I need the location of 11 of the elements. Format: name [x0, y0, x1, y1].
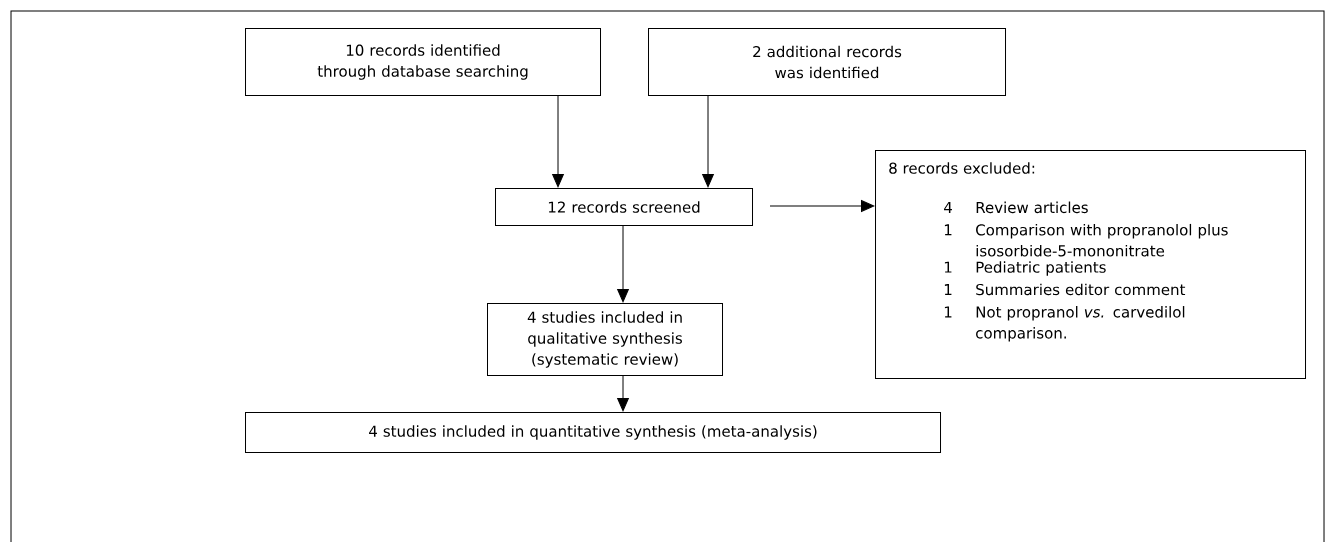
process-box: 4 studies included in quantitative synthesis (meta-analysis) [245, 412, 941, 453]
arrow [617, 224, 629, 303]
arrow [552, 94, 564, 188]
arrow [702, 94, 714, 188]
arrow [769, 200, 875, 212]
arrow [617, 374, 629, 412]
process-box: 4 studies included in qualitative synthesis (systematic review) [487, 303, 723, 376]
exclusion-box: 8 records excluded: 4 Review articles 1 Comparison with propranolol plus isosorbide-5-mononitrate 1 Pediatric patients 1 Summaries editor comment 1 Not propranol vs. carvedilol comparison. [875, 150, 1306, 379]
process-box: 12 records screened [495, 188, 753, 226]
process-box: 10 records identified through database searching [245, 28, 601, 96]
process-box: 2 additional records was identified [648, 28, 1006, 96]
